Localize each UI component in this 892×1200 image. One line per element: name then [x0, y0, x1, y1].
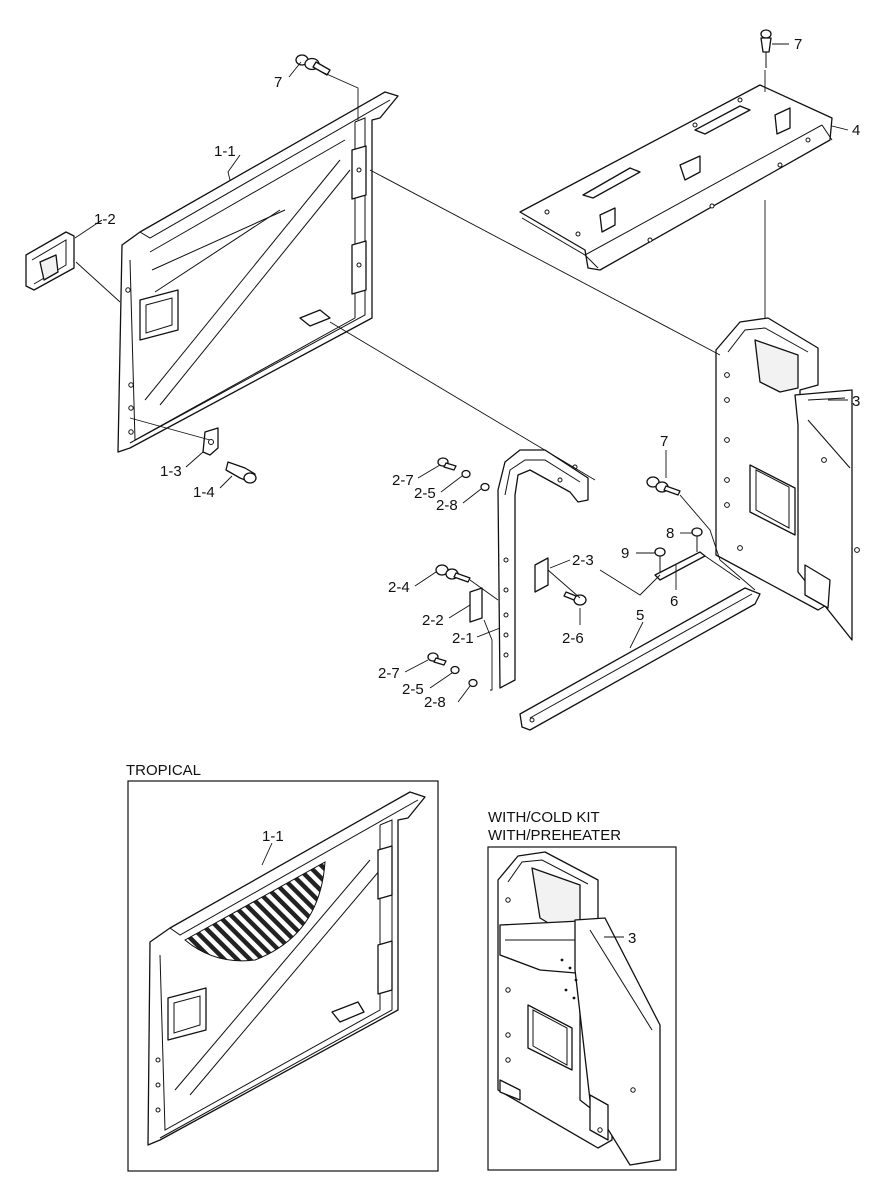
bolt-7-top-right: [760, 29, 772, 68]
label-2-1: 2-1: [452, 630, 474, 647]
washer-2-5-upper: [461, 469, 471, 479]
label-1-3: 1-3: [160, 463, 182, 480]
label-2-8-lower: 2-8: [424, 694, 446, 711]
bolt-1-4: [225, 461, 257, 484]
inset-cold-kit: WITH/COLD KIT WITH/PREHEATER: [487, 809, 677, 1171]
label-7-top-left: 7: [274, 74, 282, 91]
bracket-2-3: [534, 557, 549, 593]
bolt-7-top-left: [295, 54, 331, 76]
bolt-2-7-upper: [437, 457, 457, 471]
label-2-5-upper: 2-5: [414, 485, 436, 502]
latch-1-2: [25, 231, 75, 291]
bolt-7-mid: [646, 476, 681, 496]
label-8: 8: [666, 525, 674, 542]
bolt-8: [691, 527, 703, 552]
label-4: 4: [852, 122, 860, 139]
inset-tropical-title: TROPICAL: [126, 762, 201, 779]
bolt-9: [654, 547, 666, 572]
side-panel-tropical: [147, 791, 426, 1146]
plate-6: [654, 551, 706, 581]
washer-2-8-lower: [468, 678, 478, 688]
inset-cold-kit-frame: [487, 846, 677, 1171]
rail-5: [519, 587, 761, 731]
bolt-2-4: [435, 564, 471, 583]
top-plate-4: [519, 84, 833, 271]
inset-cold-kit-label: 3: [628, 930, 636, 947]
label-2-2: 2-2: [422, 612, 444, 629]
label-7-top-right: 7: [794, 36, 802, 53]
inset-tropical-frame: [127, 780, 439, 1172]
label-2-4: 2-4: [388, 579, 410, 596]
bracket-2-2: [469, 587, 483, 623]
inset-cold-kit-title-1: WITH/COLD KIT: [488, 809, 600, 826]
part-labels: 7 1-1 1-2 1-3 1-4 7 4 3 2-7 2-5 2-8 2-3 …: [94, 36, 860, 711]
bolt-2-7-lower: [427, 652, 447, 666]
label-2-3: 2-3: [572, 552, 594, 569]
label-2-8-upper: 2-8: [436, 497, 458, 514]
label-7-mid: 7: [660, 433, 668, 450]
bracket-3-cold-kit: [497, 851, 661, 1166]
inset-cold-kit-title-2: WITH/PREHEATER: [488, 827, 621, 844]
bracket-3: [715, 317, 860, 641]
assembly-lines: [75, 70, 766, 691]
washer-2-5-lower: [450, 665, 460, 675]
stay-2-1: [497, 449, 589, 689]
label-6: 6: [670, 593, 678, 610]
label-2-7-lower: 2-7: [378, 665, 400, 682]
label-leaders: [74, 43, 849, 703]
label-1-1: 1-1: [214, 143, 236, 160]
label-1-4: 1-4: [193, 484, 215, 501]
label-3: 3: [852, 393, 860, 410]
label-5: 5: [636, 607, 644, 624]
clip-1-3: [202, 427, 219, 456]
label-2-7-upper: 2-7: [392, 472, 414, 489]
washer-2-8-upper: [480, 482, 490, 492]
label-1-2: 1-2: [94, 211, 116, 228]
label-9: 9: [621, 545, 629, 562]
side-panel-1-1: [117, 91, 399, 453]
label-2-5-lower: 2-5: [402, 681, 424, 698]
label-2-6: 2-6: [562, 630, 584, 647]
inset-tropical-label: 1-1: [262, 828, 284, 845]
bolt-2-6: [563, 591, 587, 606]
inset-tropical: TROPICAL 1-1: [126, 762, 439, 1172]
